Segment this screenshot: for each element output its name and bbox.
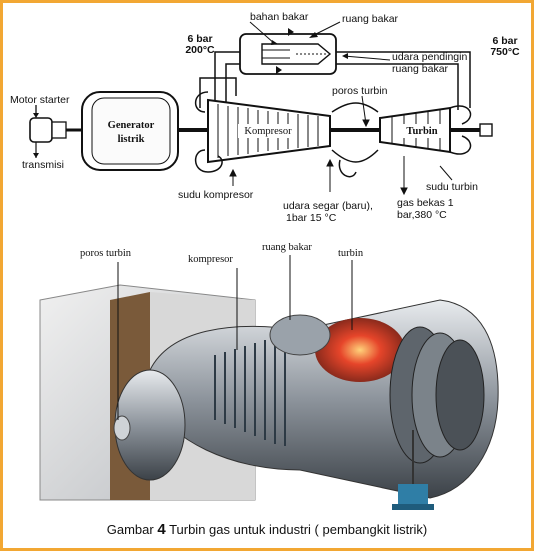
combustion-chamber-can xyxy=(269,314,331,356)
label-combustion-illus: ruang bakar xyxy=(262,242,312,253)
diffuser xyxy=(331,102,379,178)
label-turbine-shaft: poros turbin xyxy=(332,85,388,97)
shaft-end xyxy=(479,123,493,137)
compressor-blades xyxy=(214,336,286,446)
label-pressure-right-1: 6 bar xyxy=(492,35,517,47)
combustion-flame xyxy=(315,318,405,382)
shaft-end-cap xyxy=(113,415,131,441)
caption-prefix: Gambar xyxy=(106,522,154,537)
label-pressure-left-2: 200°C xyxy=(185,44,215,56)
label-combustion-chamber: ruang bakar xyxy=(342,13,399,25)
label-fresh-air-1: udara segar (baru), xyxy=(283,200,373,212)
schematic-diagram: 6 bar 200°C 6 bar 750°C bahan bakar ruan… xyxy=(10,11,520,224)
label-exhaust-1: gas bekas 1 xyxy=(397,197,454,209)
label-transmission: transmisi xyxy=(22,159,64,171)
illustration-leaders xyxy=(117,255,353,420)
air-duct xyxy=(199,51,471,110)
label-pressure-right-2: 750°C xyxy=(490,46,520,58)
label-turbine-illus: turbin xyxy=(338,248,364,259)
label-compressor-blade: sudu kompresor xyxy=(178,189,254,201)
label-motor-starter: Motor starter xyxy=(10,94,70,106)
caption-number: 4 xyxy=(157,521,166,538)
turbine-stages xyxy=(389,326,485,464)
label-generator-2: listrik xyxy=(118,134,145,145)
figure-caption: Gambar 4 Turbin gas untuk industri ( pem… xyxy=(0,521,534,538)
cutaway-illustration: poros turbin kompresor ruang bakar turbi… xyxy=(39,242,499,510)
label-cooling-air-1: udara pendingin xyxy=(392,51,467,63)
motor-starter xyxy=(29,105,82,158)
label-fresh-air-2: 1bar 15 °C xyxy=(286,212,337,224)
label-cooling-air-2: ruang bakar xyxy=(392,63,449,75)
label-fuel: bahan bakar xyxy=(250,11,309,23)
turbine-casing xyxy=(379,105,472,155)
label-compressor-illus: kompresor xyxy=(188,254,233,265)
label-turbine: Turbin xyxy=(406,126,437,137)
label-turbine-blade: sudu turbin xyxy=(426,181,478,193)
leader-lines xyxy=(229,95,453,196)
label-generator-1: Generator xyxy=(108,120,155,131)
label-compressor: Kompresor xyxy=(244,126,292,137)
support-stand xyxy=(392,430,434,510)
label-exhaust-2: bar,380 °C xyxy=(397,209,447,221)
combustion-chamber xyxy=(239,21,391,75)
label-pressure-left-1: 6 bar xyxy=(187,33,212,45)
compressor-casing xyxy=(194,91,331,173)
caption-text: Turbin gas untuk industri ( pembangkit l… xyxy=(169,522,428,537)
label-shaft: poros turbin xyxy=(80,248,132,259)
